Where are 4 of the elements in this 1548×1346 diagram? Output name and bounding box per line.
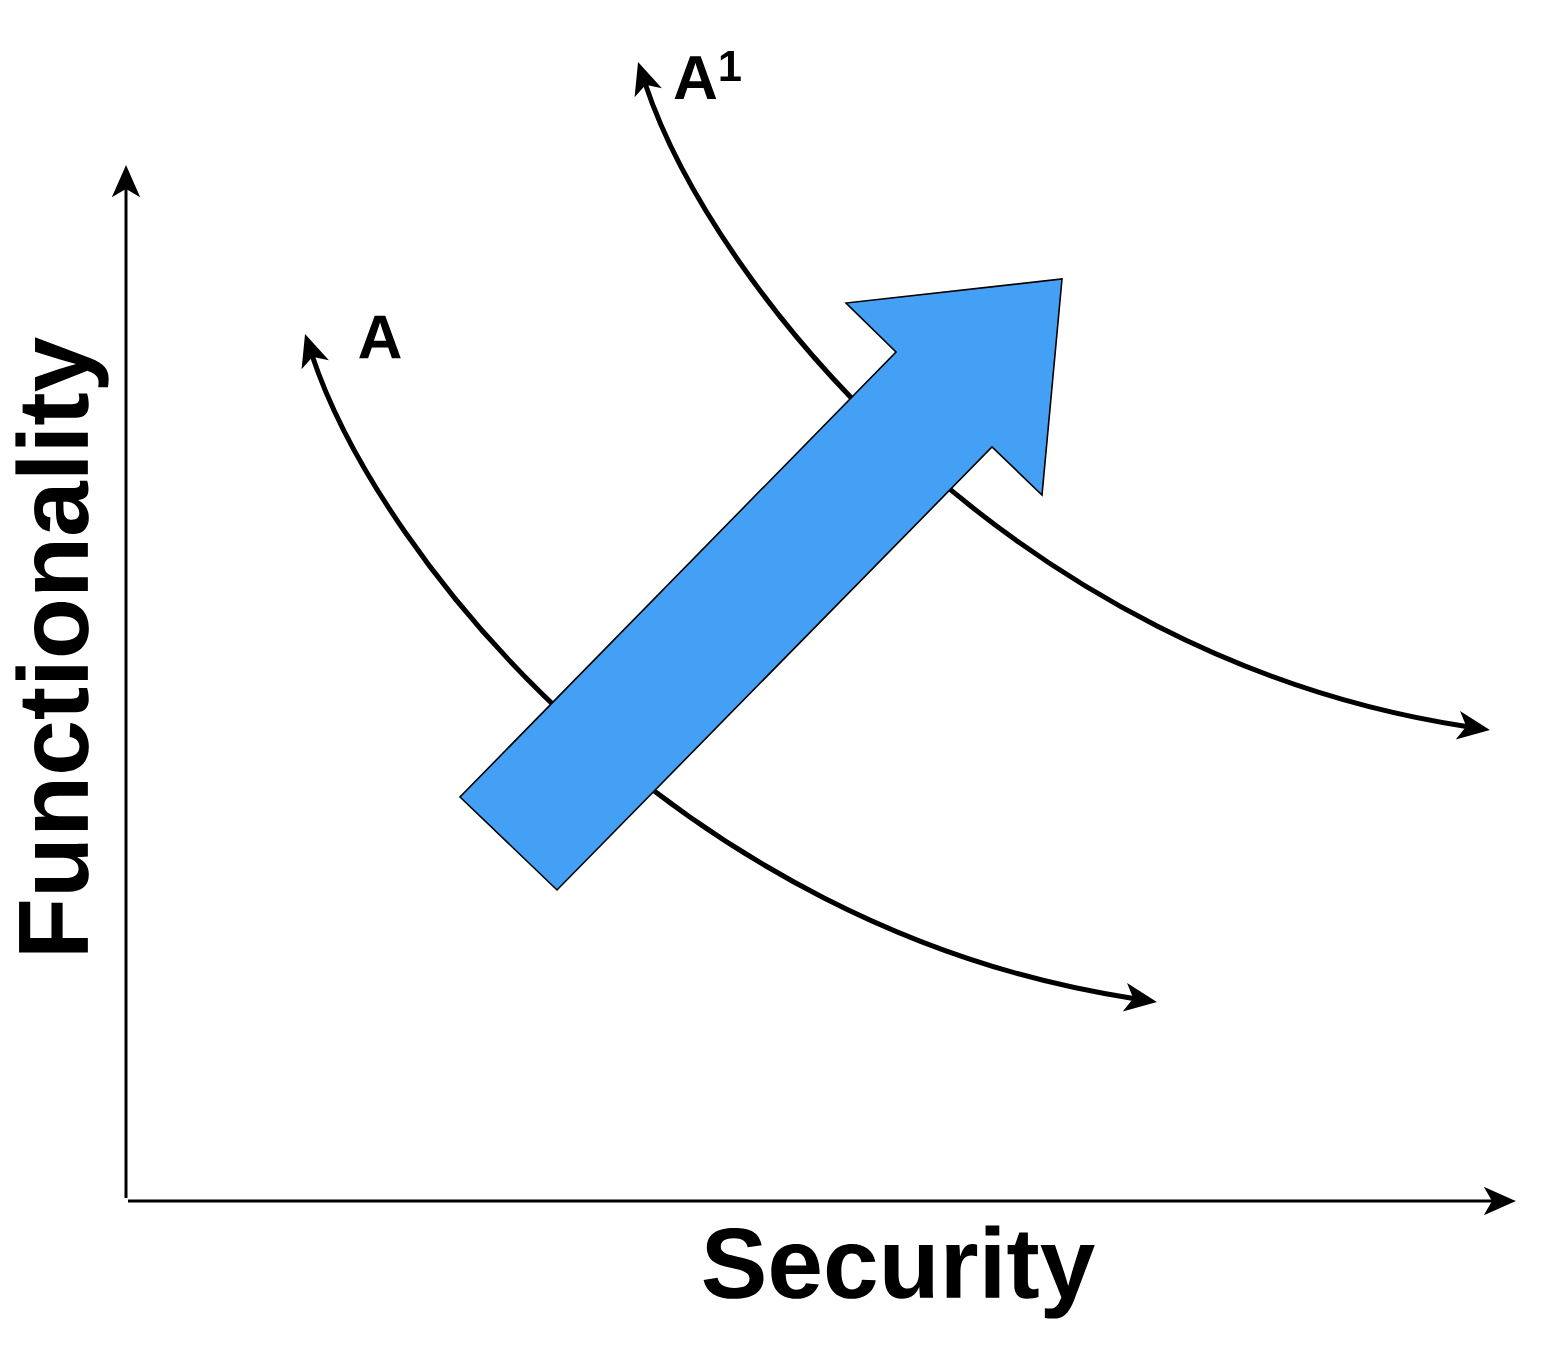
- axis-label: Functionality: [15, 337, 109, 953]
- axis-label: Security: [703, 1225, 1095, 1319]
- curve-label: A$^{1}$: [674, 51, 741, 99]
- curve-label: A: [359, 315, 401, 359]
